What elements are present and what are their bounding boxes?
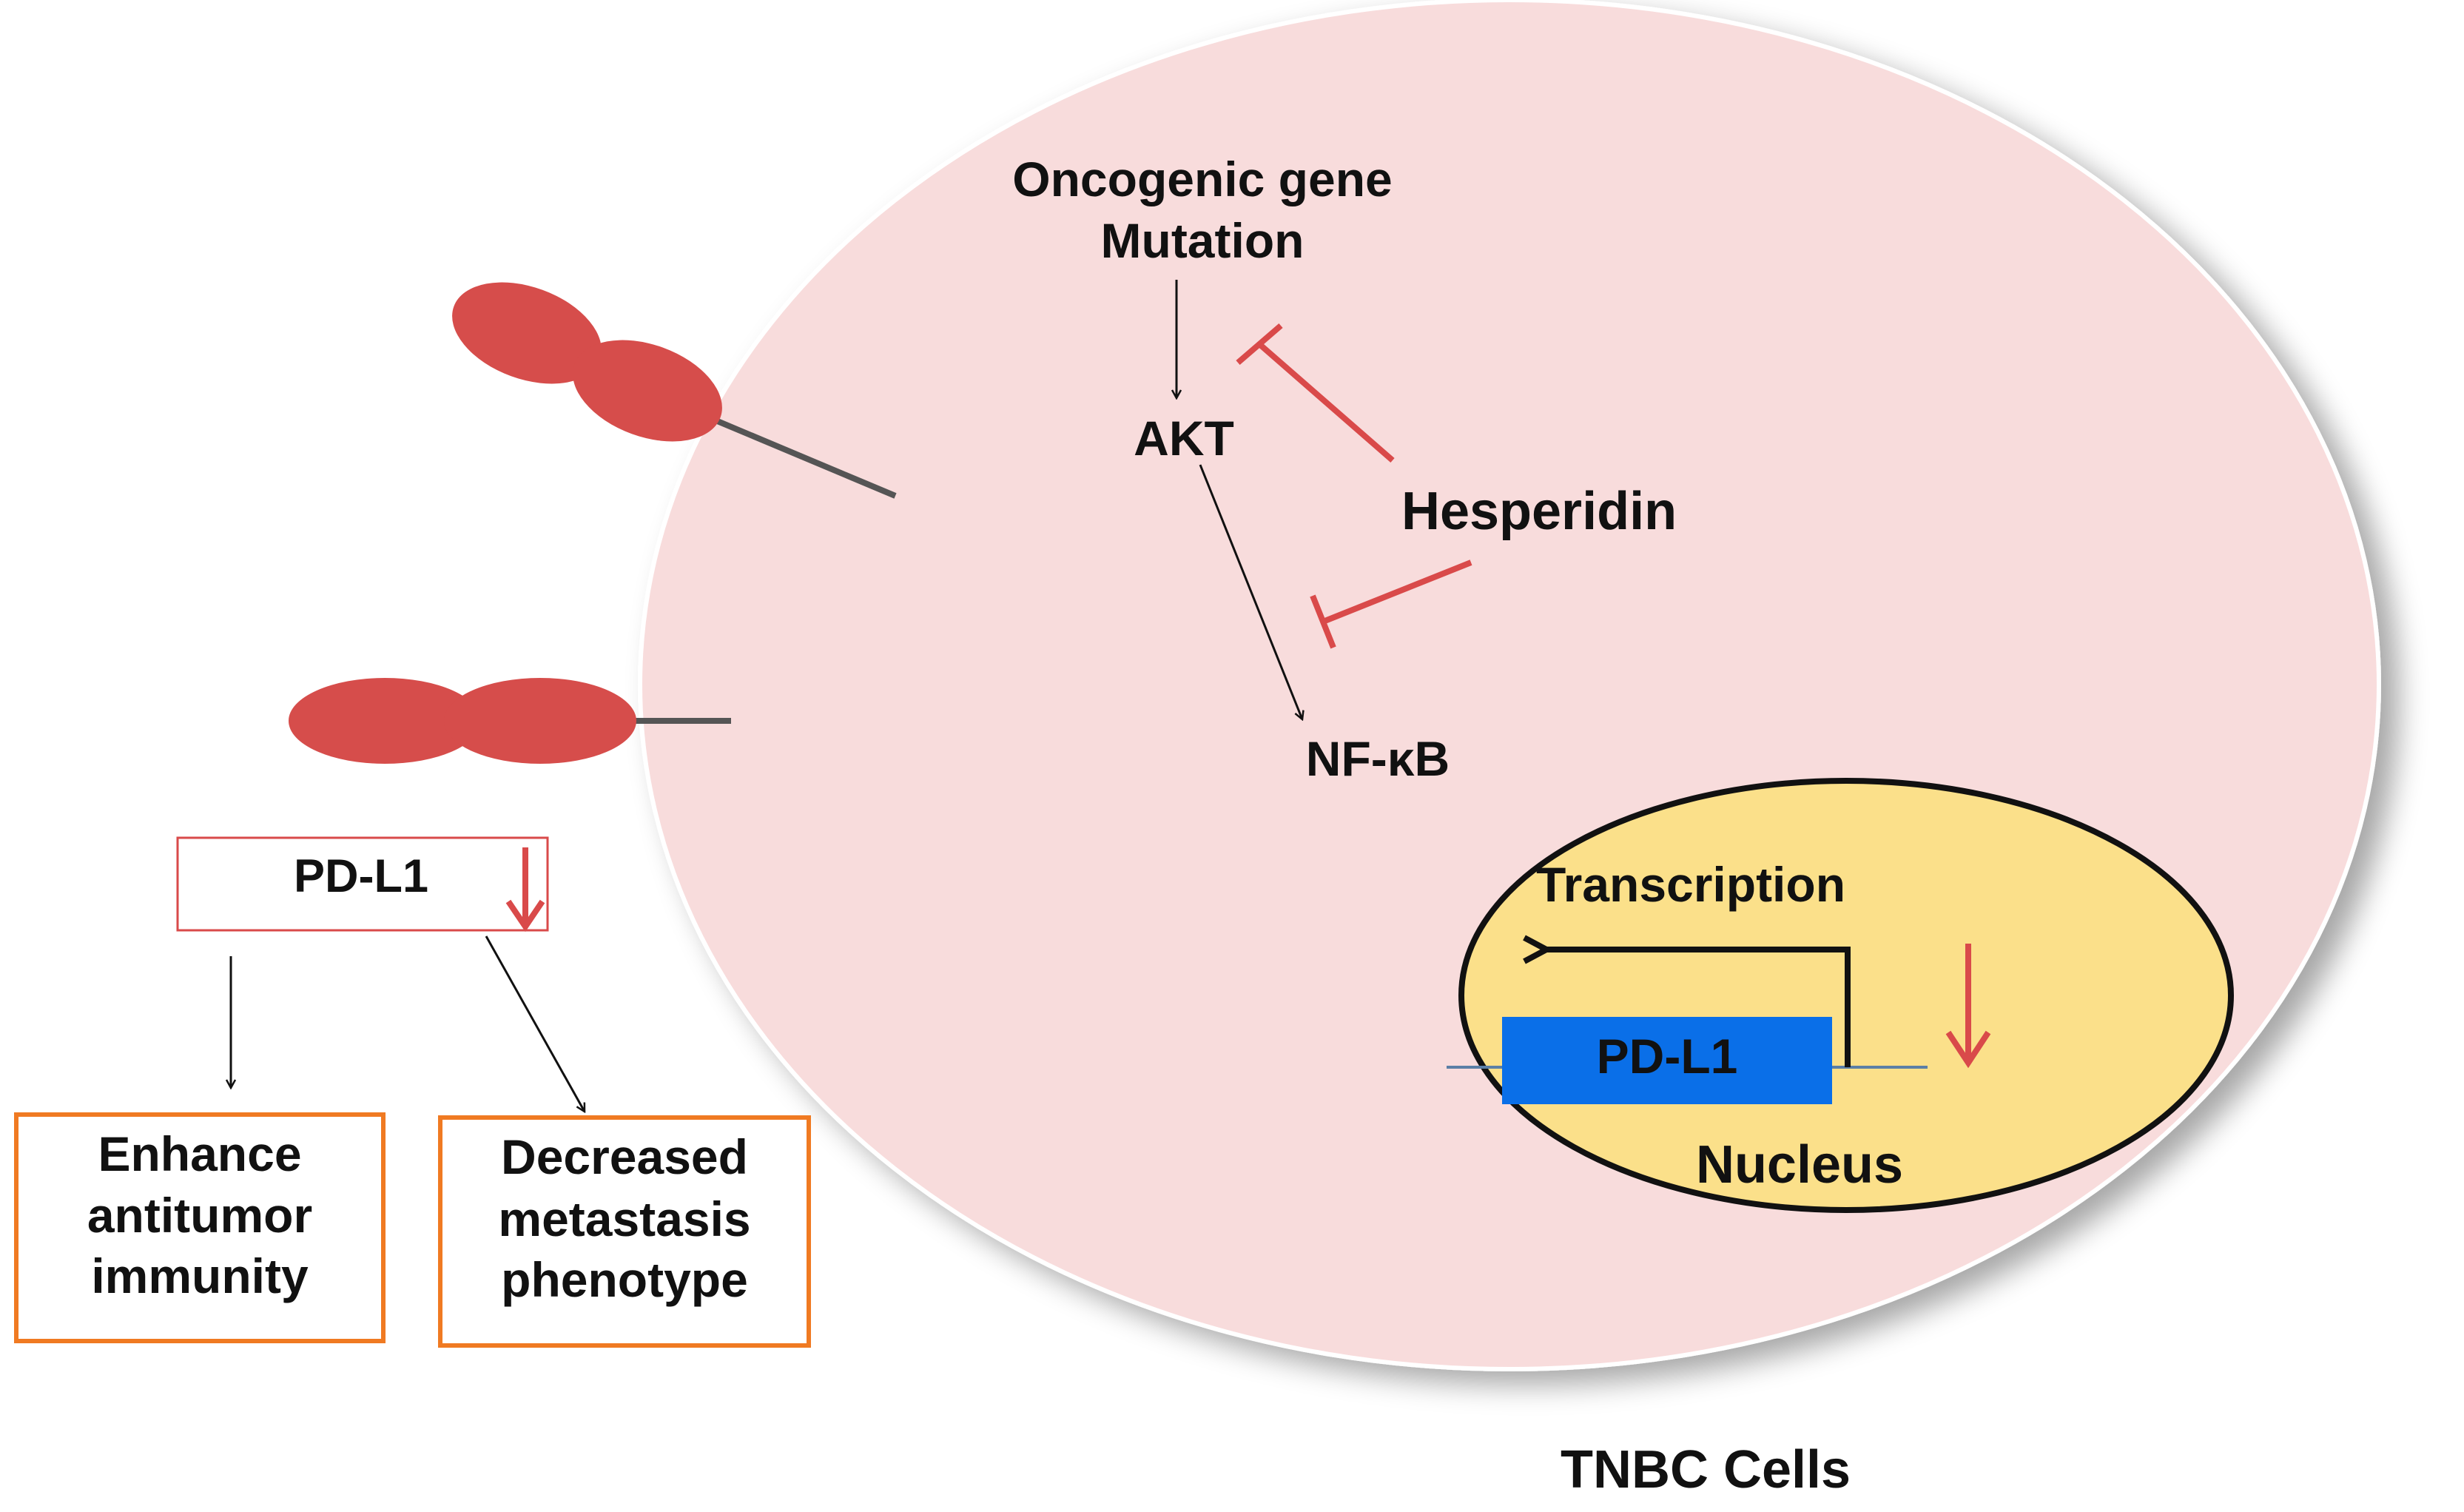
metastasis-line2: metastasis (498, 1192, 750, 1246)
immunity-line2: antitumor (87, 1188, 312, 1243)
decrease-arrow-surface (505, 847, 545, 933)
pdl1-surface-box (176, 836, 549, 932)
hesperidin-label: Hesperidin (1401, 482, 1677, 541)
pdl1-surface-label: PD-L1 (294, 850, 428, 902)
metastasis-line1: Decreased (501, 1129, 748, 1184)
pdl1-gene-box (1502, 1017, 1832, 1104)
immunity-line1: Enhance (98, 1126, 301, 1181)
mutation-label: Mutation (1101, 213, 1305, 268)
tnbc-cell (638, 0, 2381, 1371)
pdl1-receptor-lower (289, 678, 731, 764)
pdl1-gene-label: PD-L1 (1597, 1029, 1738, 1083)
akt-to-nfkb-arrow (1199, 464, 1302, 719)
nfkb-label: NF-κB (1306, 731, 1450, 786)
metastasis-line3: phenotype (501, 1252, 748, 1307)
inhibit-akt-line (1236, 323, 1395, 463)
pdl1-receptor-upper (452, 282, 897, 499)
tnbc-cells-caption: TNBC Cells (1561, 1440, 1851, 1499)
metastasis-outcome-box (438, 1115, 811, 1348)
decrease-arrow-nucleus (1945, 944, 1991, 1069)
to-metastasis-arrow (485, 935, 586, 1112)
immunity-outcome-box (14, 1112, 386, 1343)
oncogenic-gene-label: Oncogenic gene (1012, 152, 1392, 206)
transcription-label: Transcription (1536, 857, 1845, 912)
immunity-line3: immunity (91, 1249, 309, 1303)
nucleus-label: Nucleus (1696, 1135, 1903, 1195)
akt-label: AKT (1134, 411, 1234, 466)
transcription-start-arrow (1546, 950, 1851, 1067)
inhibit-nfkb-line (1310, 560, 1472, 649)
